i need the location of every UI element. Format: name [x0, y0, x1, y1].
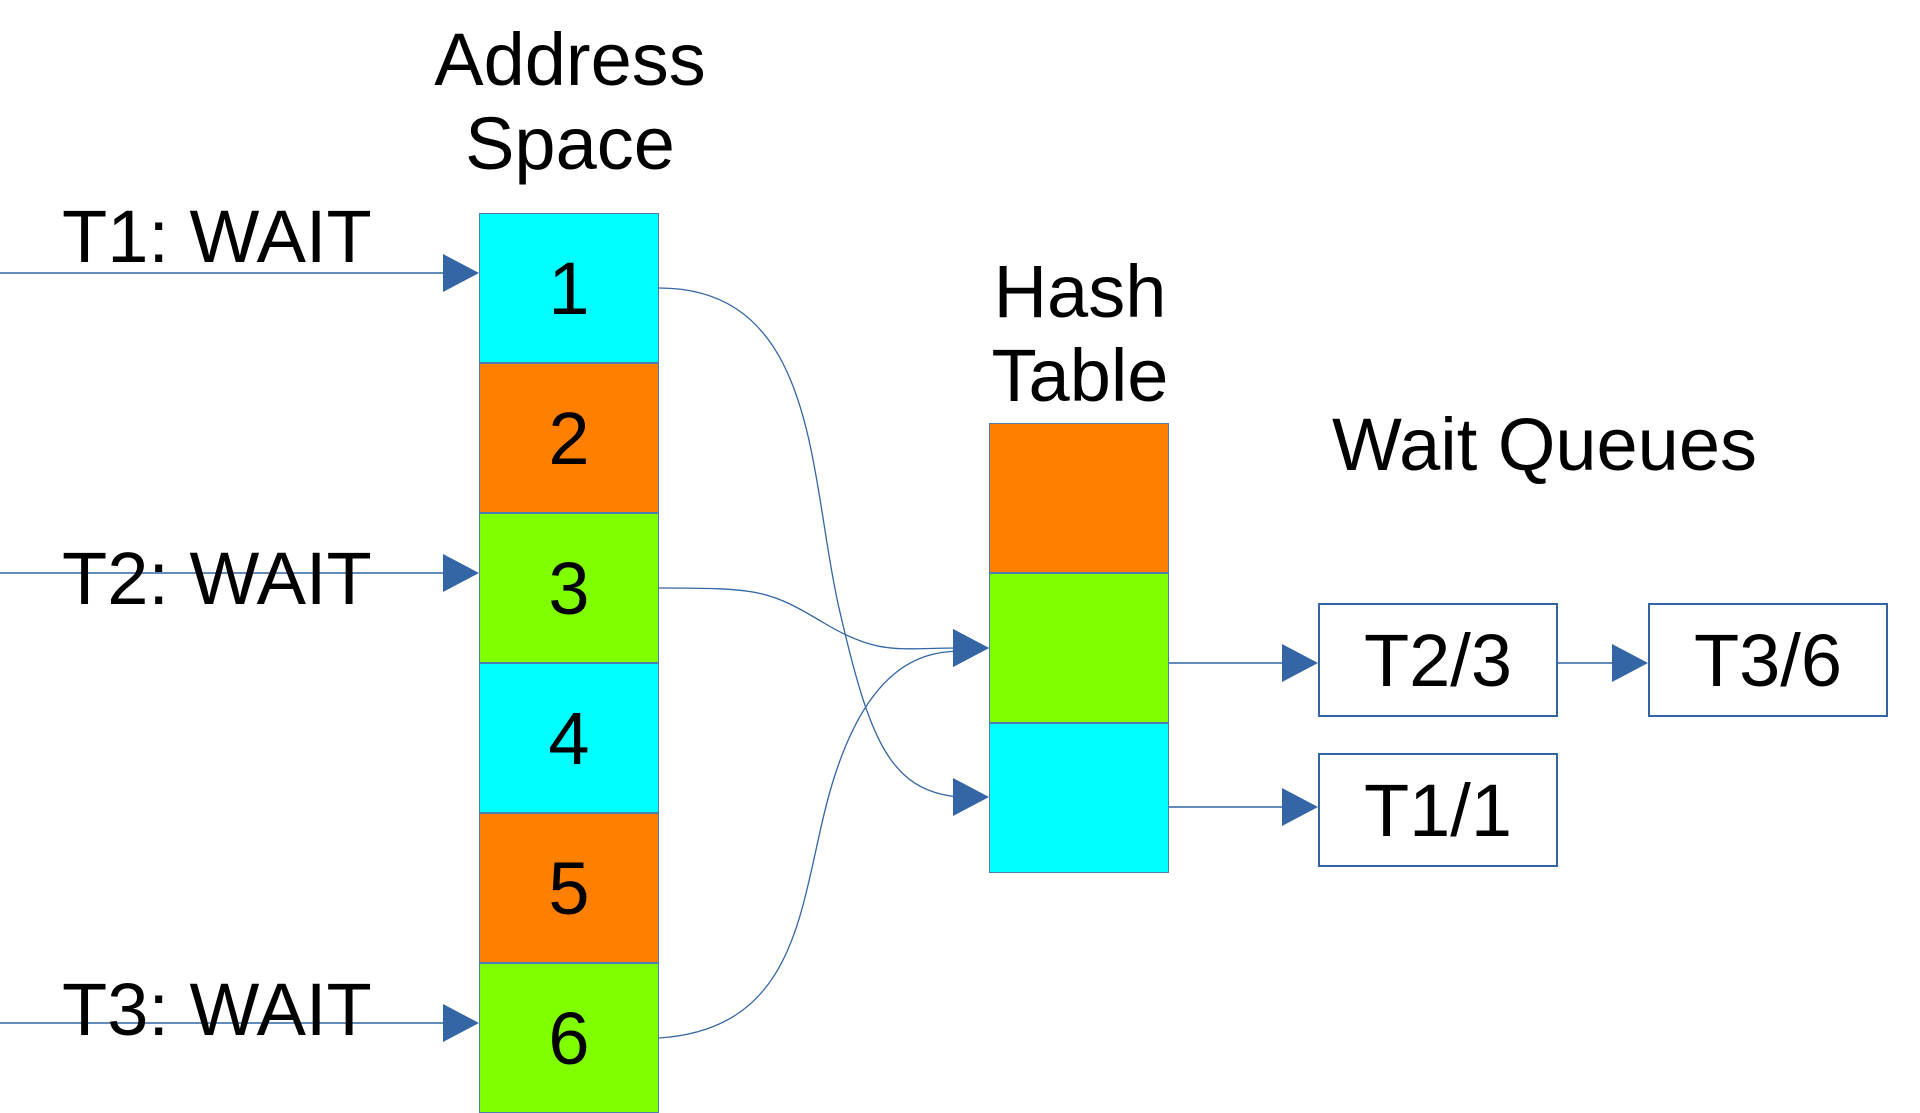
wait-queue-entry: T2/3 — [1318, 603, 1558, 717]
address-cell-value: 5 — [548, 846, 590, 930]
mapping-curve-addr-1 — [658, 287, 960, 798]
thread-arrowhead-1 — [443, 254, 479, 292]
address-space-title-line2: Space — [465, 102, 675, 185]
thread-label-t3: T3: WAIT — [62, 968, 372, 1051]
address-cell-6: 6 — [479, 963, 659, 1113]
address-space-title-line1: Address — [434, 18, 706, 101]
hash-table-title: Hash Table — [930, 250, 1230, 418]
address-cell-1: 1 — [479, 213, 659, 363]
hash-bucket-1 — [989, 573, 1169, 723]
address-cell-value: 6 — [548, 996, 590, 1080]
address-space-title: Address Space — [420, 18, 720, 186]
thread-arrowhead-2 — [443, 554, 479, 592]
address-cell-5: 5 — [479, 813, 659, 963]
address-cell-value: 3 — [548, 546, 590, 630]
address-cell-value: 1 — [548, 246, 590, 330]
thread-label-t1: T1: WAIT — [62, 195, 372, 278]
wait-queue-entry: T1/1 — [1318, 753, 1558, 867]
address-cell-value: 4 — [548, 696, 590, 780]
bucket-to-queue-arrowhead-1 — [1282, 644, 1318, 682]
hash-table-title-line1: Hash — [993, 250, 1167, 333]
address-cell-2: 2 — [479, 363, 659, 513]
wait-queues-title: Wait Queues — [1332, 403, 1757, 486]
queue-link-arrowhead — [1612, 644, 1648, 682]
hash-bucket-0 — [989, 423, 1169, 573]
thread-arrowhead-3 — [443, 1004, 479, 1042]
hash-table-title-line2: Table — [991, 334, 1169, 417]
address-cell-4: 4 — [479, 663, 659, 813]
bucket-to-queue-arrowhead-2 — [1282, 788, 1318, 826]
hash-bucket-2 — [989, 723, 1169, 873]
futex-wait-queue-diagram: T1: WAIT T2: WAIT T3: WAIT Address Space… — [0, 18, 1888, 1113]
mapping-curve-addr-6 — [658, 650, 960, 1039]
address-cell-3: 3 — [479, 513, 659, 663]
address-cell-value: 2 — [548, 396, 590, 480]
connector-layer — [0, 254, 1648, 1042]
wait-queue-entry: T3/6 — [1648, 603, 1888, 717]
mapping-arrowhead-addr-6 — [953, 629, 989, 667]
mapping-curve-addr-3 — [658, 587, 960, 650]
thread-label-t2: T2: WAIT — [62, 537, 372, 620]
wait-queue-entry-label: T2/3 — [1363, 618, 1513, 702]
wait-queue-entry-label: T1/1 — [1363, 768, 1513, 852]
mapping-arrowhead-addr-1 — [953, 778, 989, 816]
wait-queue-entry-label: T3/6 — [1693, 618, 1843, 702]
